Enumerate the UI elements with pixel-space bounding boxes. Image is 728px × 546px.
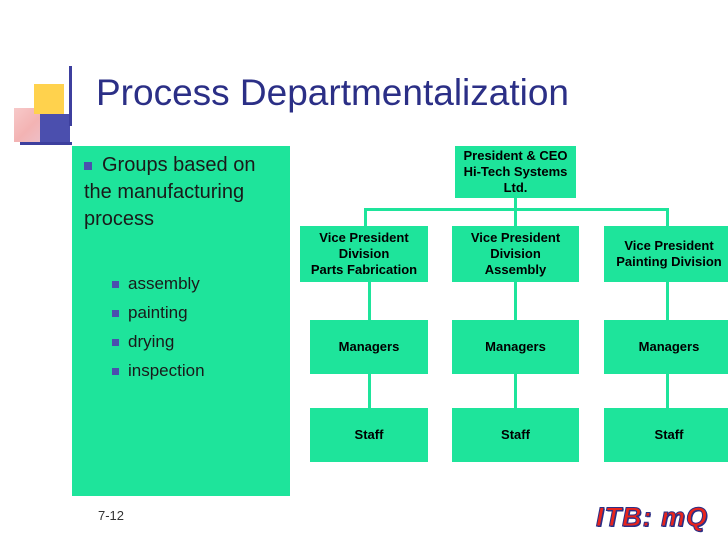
org-node-ceo: President & CEO Hi-Tech Systems Ltd. — [455, 146, 576, 198]
sub-bullet-label: painting — [128, 303, 188, 322]
bullet-square-icon — [112, 281, 119, 289]
left-content-panel — [72, 146, 290, 496]
logo-watermark: ITB: mQ — [596, 502, 708, 533]
org-node-vp1-line1: Vice President — [319, 230, 409, 245]
sub-bullet-item-inspection: inspection — [112, 361, 205, 381]
decorative-yellow-square — [34, 84, 64, 114]
connector-manager1-to-staff — [368, 374, 371, 408]
connector-manager3-to-staff — [666, 374, 669, 408]
org-node-ceo-line1: President & CEO — [463, 148, 568, 163]
connector-bus-to-vp3 — [666, 208, 669, 226]
org-node-vp1-line2: Division — [338, 246, 390, 261]
connector-bus-to-vp2 — [514, 208, 517, 226]
bullet-square-icon — [112, 339, 119, 347]
org-node-vp-painting: Vice President Painting Division — [604, 226, 728, 282]
sub-bullet-item-drying: drying — [112, 332, 174, 352]
org-node-managers-1: Managers — [310, 320, 428, 374]
bullet-square-icon — [112, 368, 119, 376]
org-node-vp-parts-fabrication: Vice President Division Parts Fabricatio… — [300, 226, 428, 282]
org-node-vp1-line3: Parts Fabrication — [310, 262, 418, 277]
page-title: Process Departmentalization — [96, 72, 569, 113]
bullet-square-icon — [84, 161, 92, 170]
page-number: 7-12 — [98, 508, 125, 523]
connector-bus-to-vp1 — [364, 208, 367, 226]
org-node-vp-assembly: Vice President Division Assembly — [452, 226, 579, 282]
org-node-vp2-line2: Division — [490, 246, 541, 261]
main-bullet-label: Groups based on the manufacturing proces… — [84, 154, 256, 230]
org-node-staff-2: Staff — [452, 408, 579, 462]
connector-ceo-down — [514, 198, 517, 210]
org-node-managers-2: Managers — [452, 320, 579, 374]
sub-bullet-item-assembly: assembly — [112, 274, 200, 294]
connector-manager2-to-staff — [514, 374, 517, 408]
org-node-ceo-line3: Ltd. — [503, 180, 528, 195]
org-node-staff-3: Staff — [604, 408, 728, 462]
sub-bullet-label: inspection — [128, 361, 205, 380]
org-node-staff-1: Staff — [310, 408, 428, 462]
connector-vp2-to-manager — [514, 282, 517, 320]
org-node-vp3-line2: Painting Division — [616, 254, 722, 269]
org-node-vp3-line1: Vice President — [624, 238, 714, 253]
sub-bullet-item-painting: painting — [112, 303, 188, 323]
sub-bullet-label: drying — [128, 332, 175, 351]
connector-vp1-to-manager — [368, 282, 371, 320]
connector-vp3-to-manager — [666, 282, 669, 320]
org-node-managers-3: Managers — [604, 320, 728, 374]
decorative-horizontal-line — [20, 142, 72, 145]
org-node-ceo-line2: Hi-Tech Systems — [463, 164, 568, 179]
decorative-vertical-line — [69, 66, 72, 126]
bullet-square-icon — [112, 310, 119, 318]
org-node-vp2-line3: Assembly — [484, 262, 547, 277]
sub-bullet-label: assembly — [128, 274, 200, 293]
main-bullet-item: Groups based on the manufacturing proces… — [84, 152, 280, 233]
decorative-blue-square — [40, 114, 70, 142]
org-node-vp2-line1: Vice President — [470, 230, 561, 245]
